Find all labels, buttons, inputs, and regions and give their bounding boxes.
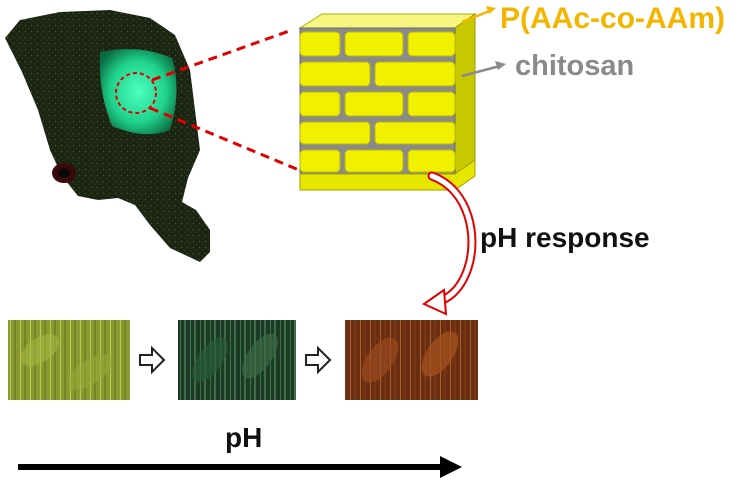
scale-micrograph-3 [345, 320, 478, 400]
response-arrow [427, 171, 477, 307]
iridescent-patch [99, 49, 177, 135]
zoom-line-bottom [149, 106, 319, 180]
scale-micrograph-1 [8, 320, 130, 400]
polymer-pointer [461, 8, 493, 24]
step-arrow-1 [139, 345, 166, 375]
zoom-circle [115, 72, 157, 114]
bilayer-structure [298, 13, 477, 191]
chitosan-pointer [461, 64, 501, 78]
butterfly-wing-photo [5, 10, 210, 262]
step-arrow-2 [305, 345, 332, 375]
ph-response-label: pH response [480, 222, 650, 253]
scale-micrograph-2 [178, 320, 296, 400]
polymer-label: P(AAc-co-AAm) [500, 2, 725, 35]
ph-axis-label: pH [225, 422, 263, 453]
zoom-line-top [151, 28, 293, 82]
chitosan-label: chitosan [515, 50, 635, 82]
